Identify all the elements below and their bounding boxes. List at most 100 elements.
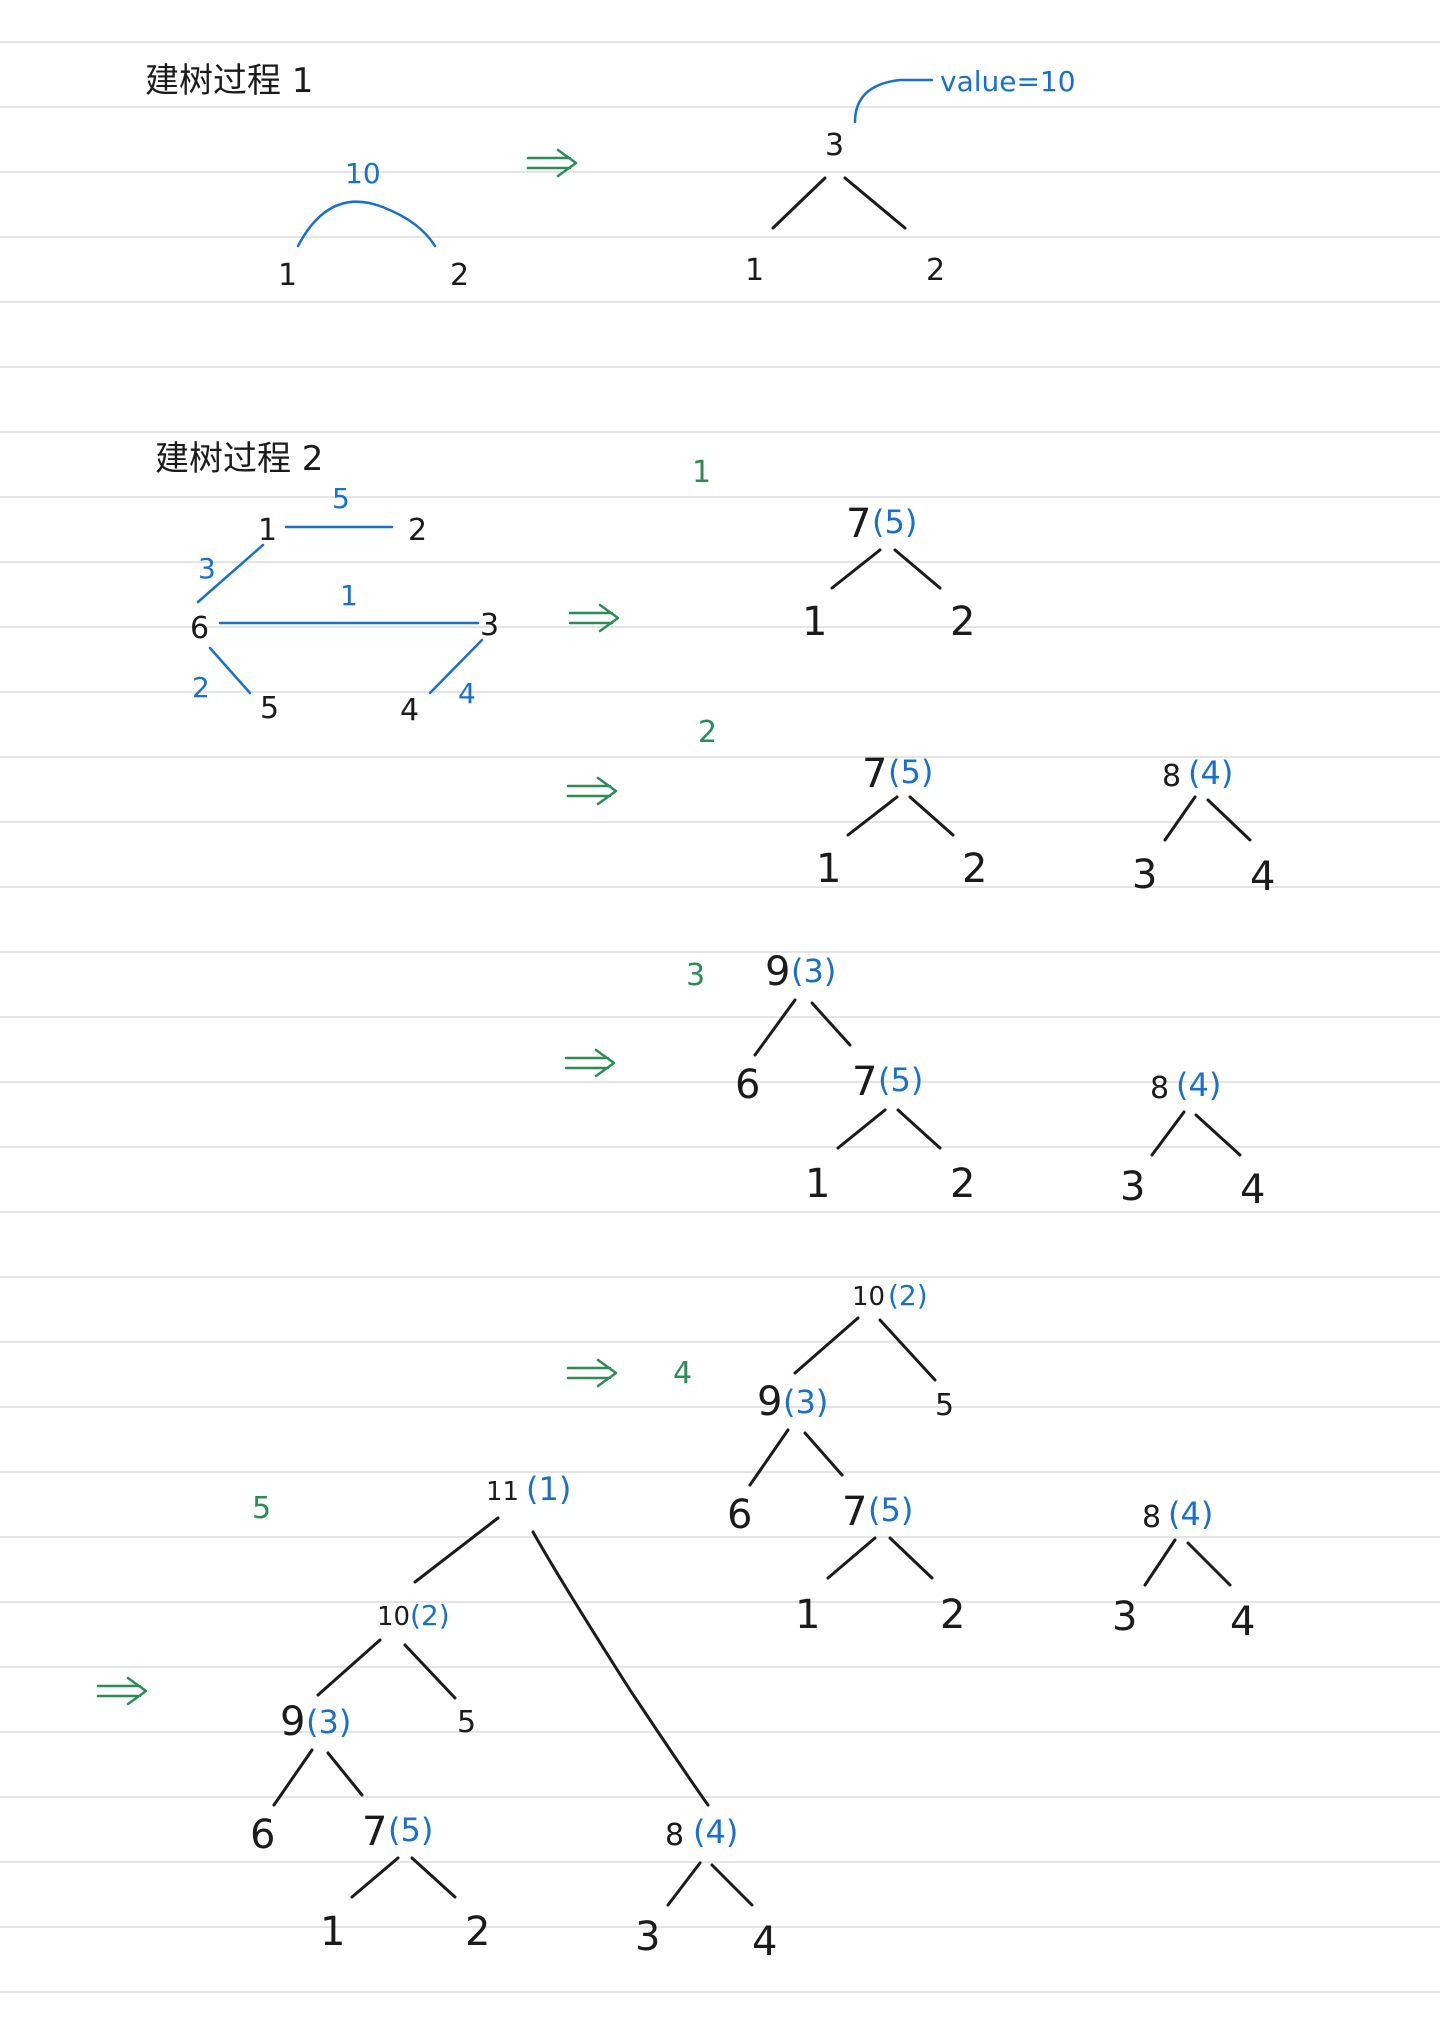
step-3-tree-b-root: 8 <box>1150 1071 1169 1106</box>
step-5: 5 11 (1) 10 (2) 5 9 (3) 6 7 (5) 1 2 8 (4… <box>96 1470 777 1965</box>
double-arrow-icon <box>564 1048 616 1078</box>
step-5-l3-root-weight: (5) <box>388 1811 433 1849</box>
value-annotation: value=10 <box>940 65 1076 98</box>
annotation-pointer <box>853 78 934 124</box>
step-4-tree-b-root-weight: (4) <box>1168 1495 1213 1533</box>
tree-leaf-1: 1 <box>745 253 764 288</box>
weight-1-6: 3 <box>198 552 216 585</box>
tree-edge <box>403 1643 457 1700</box>
weight-6-5: 2 <box>192 671 210 704</box>
step-2-tree-b-left: 3 <box>1132 852 1157 898</box>
tree-edge-left <box>771 176 827 230</box>
step-5-l2-left: 6 <box>250 1812 275 1858</box>
step-2-tree-a-root: 7 <box>862 751 887 797</box>
step-5-root-weight: (1) <box>526 1470 571 1508</box>
step-3-tree-a-child-root: 7 <box>852 1059 877 1105</box>
step-5-l2-root: 9 <box>280 1699 305 1745</box>
step-1-label: 1 <box>692 455 711 490</box>
step-1-root: 7 <box>846 501 871 547</box>
step-4-label: 4 <box>673 1356 692 1391</box>
step-5-r1-root-weight: (4) <box>693 1813 738 1851</box>
step-3-tree-b-root-weight: (4) <box>1176 1066 1221 1104</box>
tree-edge <box>810 1001 852 1047</box>
step-3-tree-a-leaf-right: 2 <box>950 1161 975 1207</box>
weight-6-3: 1 <box>340 579 358 612</box>
step-4-inner-left: 1 <box>795 1592 820 1638</box>
tree-edge <box>1186 1541 1232 1587</box>
tree-edge <box>710 1863 754 1907</box>
step-4-inner-root-weight: (5) <box>868 1491 913 1529</box>
graph-node-4: 4 <box>400 693 419 728</box>
tree-edge <box>878 1318 937 1382</box>
tree-edge <box>666 1861 702 1907</box>
step-4-inner-root: 7 <box>842 1489 867 1535</box>
tree-edge <box>1143 1538 1177 1587</box>
weight-3-4: 4 <box>458 677 476 710</box>
step-5-root: 11 <box>486 1477 519 1507</box>
section2-graph: 1 2 6 3 5 4 5 3 1 2 4 <box>190 482 499 728</box>
graph-node-1: 1 <box>258 513 277 548</box>
section2-title: 建树过程 2 <box>155 439 323 479</box>
tree-edge <box>846 795 899 837</box>
step-5-l3-right: 2 <box>465 1909 490 1955</box>
tree-edge <box>413 1516 500 1584</box>
tree-edge <box>326 1751 364 1797</box>
tree-edge <box>316 1638 382 1697</box>
step-3-tree-b-right: 4 <box>1240 1167 1265 1213</box>
step-3-tree-a-root-weight: (3) <box>791 952 836 990</box>
step-1-root-weight: (5) <box>872 503 917 541</box>
step-3-tree-a-root: 9 <box>765 949 790 995</box>
tree-leaf-2: 2 <box>926 253 945 288</box>
tree-edge <box>826 1536 877 1580</box>
step-2-tree-a-left: 1 <box>816 846 841 892</box>
step-2-label: 2 <box>698 715 717 750</box>
step-4-tree-b-root: 8 <box>1142 1500 1161 1535</box>
edge-weight: 10 <box>345 157 381 190</box>
step-5-label: 5 <box>252 1491 271 1526</box>
step-2-tree-b-root-weight: (4) <box>1188 754 1233 792</box>
step-3-tree-a-left: 6 <box>735 1062 760 1108</box>
tree-edge <box>888 1536 934 1580</box>
graph-edge-3-4 <box>428 638 484 695</box>
tree-edge-right <box>843 176 907 230</box>
step-4: 4 10 (2) 5 9 (3) 6 7 (5) 1 2 8 (4) 3 4 <box>566 1279 1255 1645</box>
step-5-r1-root: 8 <box>665 1818 684 1853</box>
tree-edge <box>1150 1110 1186 1157</box>
step-5-l2-root-weight: (3) <box>306 1703 351 1741</box>
tree-edge <box>830 548 882 590</box>
tree-edge <box>272 1748 314 1807</box>
tree-edge <box>896 1108 942 1150</box>
tree-edge <box>531 1530 710 1807</box>
step-5-l1-right: 5 <box>457 1705 476 1740</box>
tree-edge <box>893 548 942 590</box>
step-4-tree-a-root-weight: (2) <box>888 1279 928 1312</box>
tree-edge <box>908 795 955 837</box>
tree-edge <box>1163 795 1197 842</box>
graph-node-2: 2 <box>408 513 427 548</box>
step-4-mid-root-weight: (3) <box>783 1383 828 1421</box>
step-2-tree-a-right: 2 <box>962 846 987 892</box>
tree-root-3: 3 <box>825 128 844 163</box>
graph-edge-6-5 <box>208 646 252 695</box>
step-2-tree-a-root-weight: (5) <box>888 753 933 791</box>
double-arrow-icon <box>566 776 618 806</box>
step-3-tree-b-left: 3 <box>1120 1164 1145 1210</box>
double-arrow-icon <box>566 1358 618 1388</box>
tree-edge <box>1194 1113 1242 1157</box>
graph-edge-1-2 <box>296 200 437 248</box>
graph-node-5: 5 <box>260 691 279 726</box>
step-1: 1 7 (5) 1 2 <box>568 455 975 645</box>
step-4-tree-a-right: 5 <box>935 1388 954 1423</box>
double-arrow-icon <box>96 1676 148 1706</box>
graph-node-6: 6 <box>190 611 209 646</box>
step-3-tree-a-leaf-left: 1 <box>805 1161 830 1207</box>
step-4-inner-right: 2 <box>940 1592 965 1638</box>
tree-edge <box>753 998 797 1057</box>
step-5-l3-left: 1 <box>320 1909 345 1955</box>
graph-edge-1-6 <box>196 543 265 604</box>
graph-node-3: 3 <box>480 608 499 643</box>
step-4-tree-a-root: 10 <box>852 1282 885 1312</box>
tree-edge <box>836 1108 887 1150</box>
step-3-label: 3 <box>686 958 705 993</box>
